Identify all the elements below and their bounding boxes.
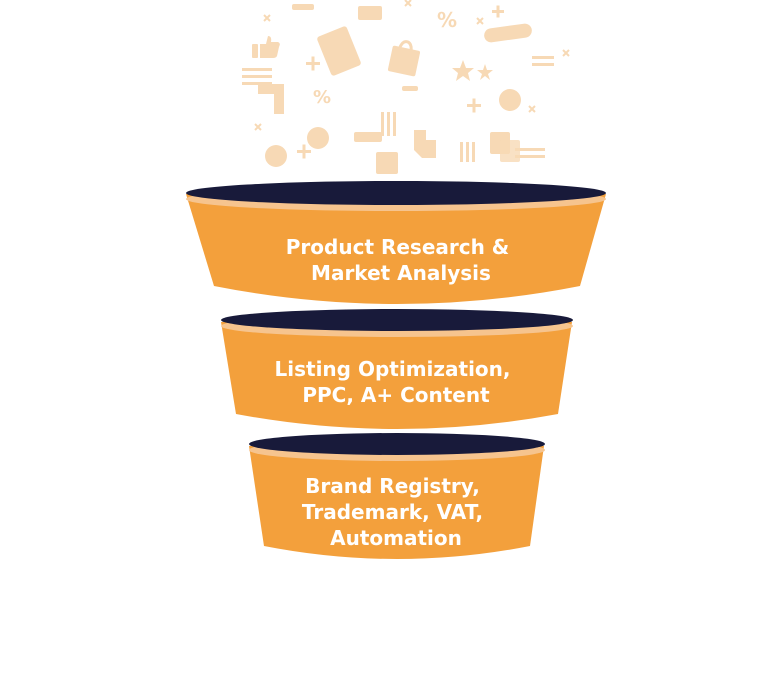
block-icon <box>258 84 284 114</box>
block-icon <box>500 140 520 162</box>
tag-icon <box>358 6 382 20</box>
funnel-tier-2: Listing Optimization, PPC, A+ Content <box>221 309 573 429</box>
pill-icon <box>484 23 532 43</box>
percent-icon: % <box>313 87 331 108</box>
plus-icon <box>297 5 504 159</box>
hand-icon <box>414 130 436 158</box>
decorative-icons: % % <box>242 0 570 174</box>
block-icon <box>402 86 418 91</box>
tag-icon <box>292 4 314 10</box>
tier-3-line-2: Trademark, VAT, <box>302 500 483 524</box>
tier-3-line-3: Automation <box>330 526 462 550</box>
star-icon <box>452 60 493 81</box>
tier-2-line-2: PPC, A+ Content <box>302 383 490 407</box>
funnel-tier-3: Brand Registry, Trademark, VAT, Automati… <box>249 433 545 559</box>
thumbs-up-icon <box>252 36 280 58</box>
shopping-bag-icon <box>387 40 421 77</box>
coin-icon <box>499 89 521 111</box>
tier-1-line-1: Product Research & <box>286 235 510 259</box>
svg-text:Listing Optimization, PP: Listing Optimization, PPC, A+ Content <box>275 357 518 407</box>
funnel-tier-1: Product Research & Market Analysis <box>186 181 606 304</box>
bars-icon <box>381 112 475 162</box>
block-icon <box>354 132 382 142</box>
text-lines-icon <box>242 56 554 158</box>
tier-1-line-2: Market Analysis <box>311 261 491 285</box>
tier-3-line-1: Brand Registry, <box>305 474 480 498</box>
coin-icon <box>307 127 329 149</box>
card-icon <box>317 26 361 76</box>
percent-icon: % <box>437 8 457 32</box>
tier-2-line-1: Listing Optimization, <box>275 357 511 381</box>
svg-text:Brand Registry, Trademar: Brand Registry, Trademark, VAT, Automati… <box>302 474 490 550</box>
cross-icon <box>254 0 570 131</box>
coin-icon <box>265 145 287 167</box>
svg-text:Product Research & Marke: Product Research & Market Analysis <box>286 235 516 285</box>
block-icon <box>376 152 398 174</box>
